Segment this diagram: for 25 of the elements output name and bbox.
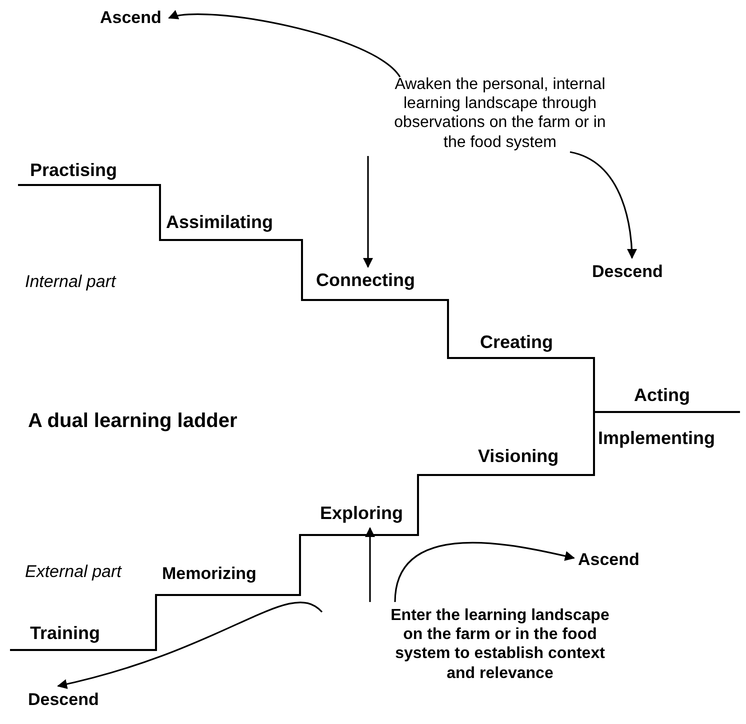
annotation-text: Enter the learning landscape on the farm or in the food system to establish context and relevance <box>380 606 620 683</box>
step-label: Practising <box>30 160 118 181</box>
step-label: Creating <box>480 332 554 353</box>
arrow <box>394 542 575 602</box>
step-label: Connecting <box>316 270 426 292</box>
arrow <box>168 11 401 78</box>
step-label: Assimilating <box>166 212 274 233</box>
annotation-text: Awaken the personal, internal learning landscape through observations on the farm or in the food system <box>385 75 615 152</box>
arrow <box>57 602 322 689</box>
step-label: Memorizing <box>162 564 256 584</box>
arrow <box>570 151 637 259</box>
step-label: Training <box>30 623 100 644</box>
step-label: Exploring <box>320 503 420 525</box>
direction-label: Descend <box>592 262 682 282</box>
step-label: Visioning <box>478 446 559 467</box>
arrow <box>363 156 373 268</box>
step-label: Acting <box>634 385 690 406</box>
direction-label: Descend <box>28 690 118 710</box>
direction-label: Ascend <box>100 8 166 28</box>
diagram-heading: A dual learning ladder <box>28 410 238 433</box>
step-label: Implementing <box>598 428 716 449</box>
direction-label: Ascend <box>578 550 658 570</box>
part-label: External part <box>25 562 122 582</box>
part-label: Internal part <box>25 272 116 292</box>
arrow <box>365 527 375 602</box>
